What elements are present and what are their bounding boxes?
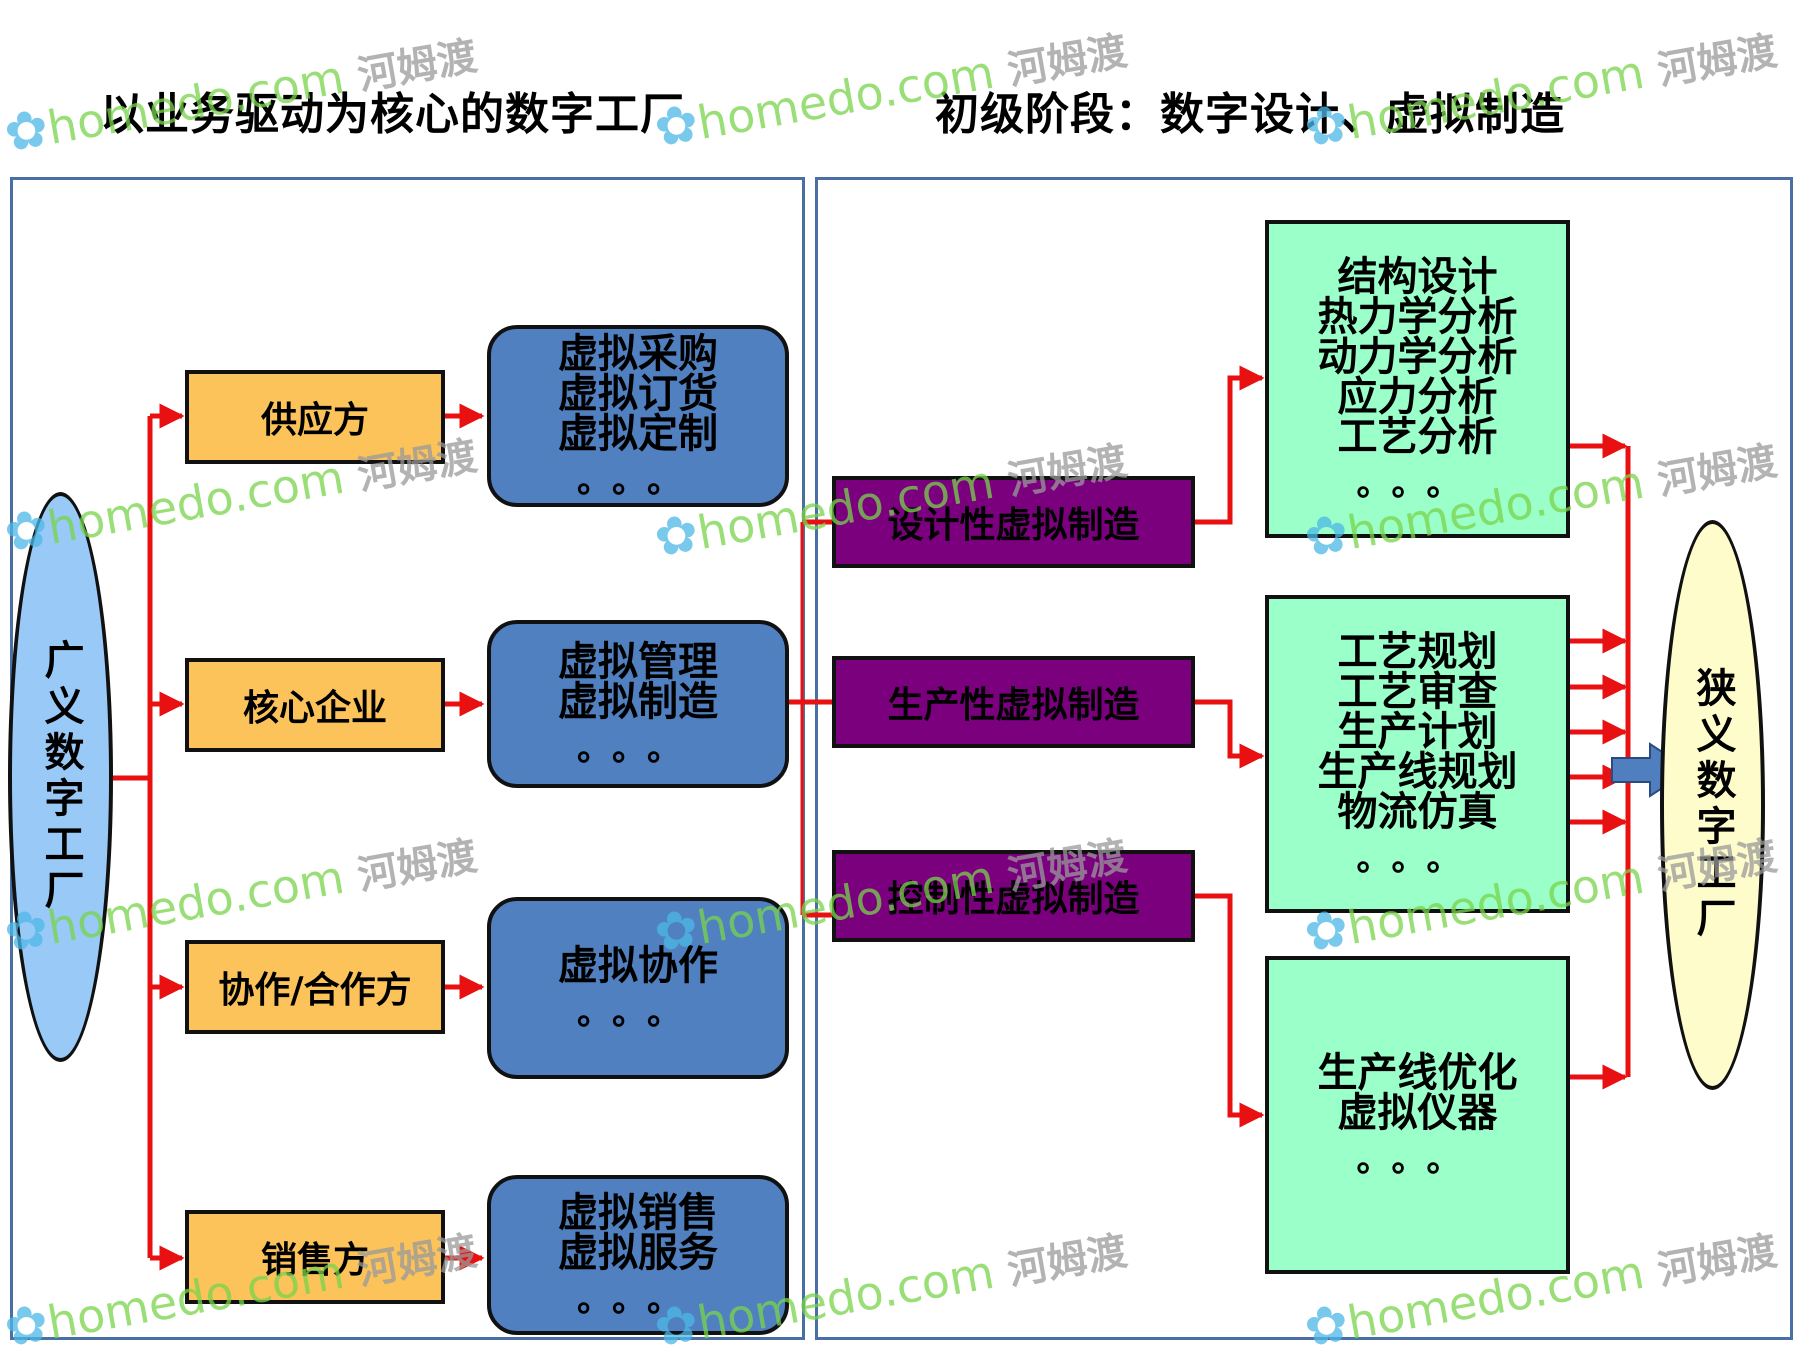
list-item: 虚拟仪器 [1337,1090,1498,1136]
narrow-digital-factory-label: 狭义数字工厂 [1689,667,1736,943]
supplier-box: 供应方 [185,370,445,464]
ellipsis-dots: 。。。 [1356,839,1479,879]
production-manufacturing-label: 生产性虚拟制造 [887,685,1140,726]
list-item: 应力分析 [1337,374,1498,420]
list-item: 动力学分析 [1317,334,1518,380]
list-item: 虚拟销售 [558,1190,718,1236]
ellipsis-dots: 。。。 [577,461,699,501]
core-virtual-box: 虚拟管理 虚拟制造 。。。 [487,620,789,788]
arrow-production-green [1195,699,1265,769]
ellipsis-dots: 。。。 [1356,464,1479,504]
list-item: 生产线规划 [1317,749,1518,795]
seller-box: 销售方 [185,1210,445,1304]
supplier-label: 供应方 [260,400,369,441]
production-manufacturing-box: 生产性虚拟制造 [832,656,1195,748]
design-manufacturing-box: 设计性虚拟制造 [832,476,1195,568]
core-enterprise-label: 核心企业 [242,688,387,729]
list-item: 物流仿真 [1337,789,1498,835]
left-title: 以业务驱动为核心的数字工厂 [100,89,685,140]
ellipsis-dots: 。。。 [577,993,699,1033]
ellipsis-dots: 。。。 [577,729,699,769]
supplier-virtual-box: 虚拟采购 虚拟订货 虚拟定制 。。。 [487,325,789,507]
broad-digital-factory-ellipse: 广义数字工厂 [8,492,113,1062]
control-manufacturing-box: 控制性虚拟制造 [832,850,1195,942]
ellipsis-dots: 。。。 [577,1280,699,1320]
control-manufacturing-label: 控制性虚拟制造 [887,879,1140,920]
core-enterprise-box: 核心企业 [185,658,445,752]
narrow-digital-factory-ellipse: 狭义数字工厂 [1660,520,1765,1090]
partner-label: 协作/合作方 [218,970,412,1011]
list-item: 虚拟管理 [558,639,718,685]
list-item: 工艺规划 [1337,629,1498,675]
list-item: 虚拟制造 [558,679,718,725]
list-item: 工艺审查 [1337,669,1498,715]
control-detail-box: 生产线优化 虚拟仪器 。。。 [1265,956,1570,1274]
list-item: 虚拟协作 [558,943,718,989]
arrow-design-green [1195,365,1265,525]
list-item: 生产计划 [1337,709,1498,755]
list-item: 结构设计 [1337,254,1498,300]
list-item: 热力学分析 [1317,294,1518,340]
production-detail-box: 工艺规划 工艺审查 生产计划 生产线规划 物流仿真 。。。 [1265,595,1570,913]
right-panel [815,177,1793,1340]
list-item: 虚拟采购 [558,331,718,377]
ellipsis-dots: 。。。 [1356,1140,1479,1180]
seller-label: 销售方 [260,1240,369,1281]
right-title: 初级阶段：数字设计、虚拟制造 [935,89,1565,140]
list-item: 虚拟服务 [558,1230,718,1276]
design-detail-box: 结构设计 热力学分析 动力学分析 应力分析 工艺分析 。。。 [1265,220,1570,538]
seller-virtual-box: 虚拟销售 虚拟服务 。。。 [487,1175,789,1335]
list-item: 生产线优化 [1317,1050,1518,1096]
list-item: 虚拟订货 [558,371,718,417]
list-item: 虚拟定制 [558,411,718,457]
list-item: 工艺分析 [1337,414,1498,460]
broad-digital-factory-label: 广义数字工厂 [37,639,84,915]
arrow-control-green [1195,893,1265,1128]
partner-virtual-box: 虚拟协作 。。。 [487,897,789,1079]
design-manufacturing-label: 设计性虚拟制造 [887,505,1140,546]
partner-box: 协作/合作方 [185,940,445,1034]
